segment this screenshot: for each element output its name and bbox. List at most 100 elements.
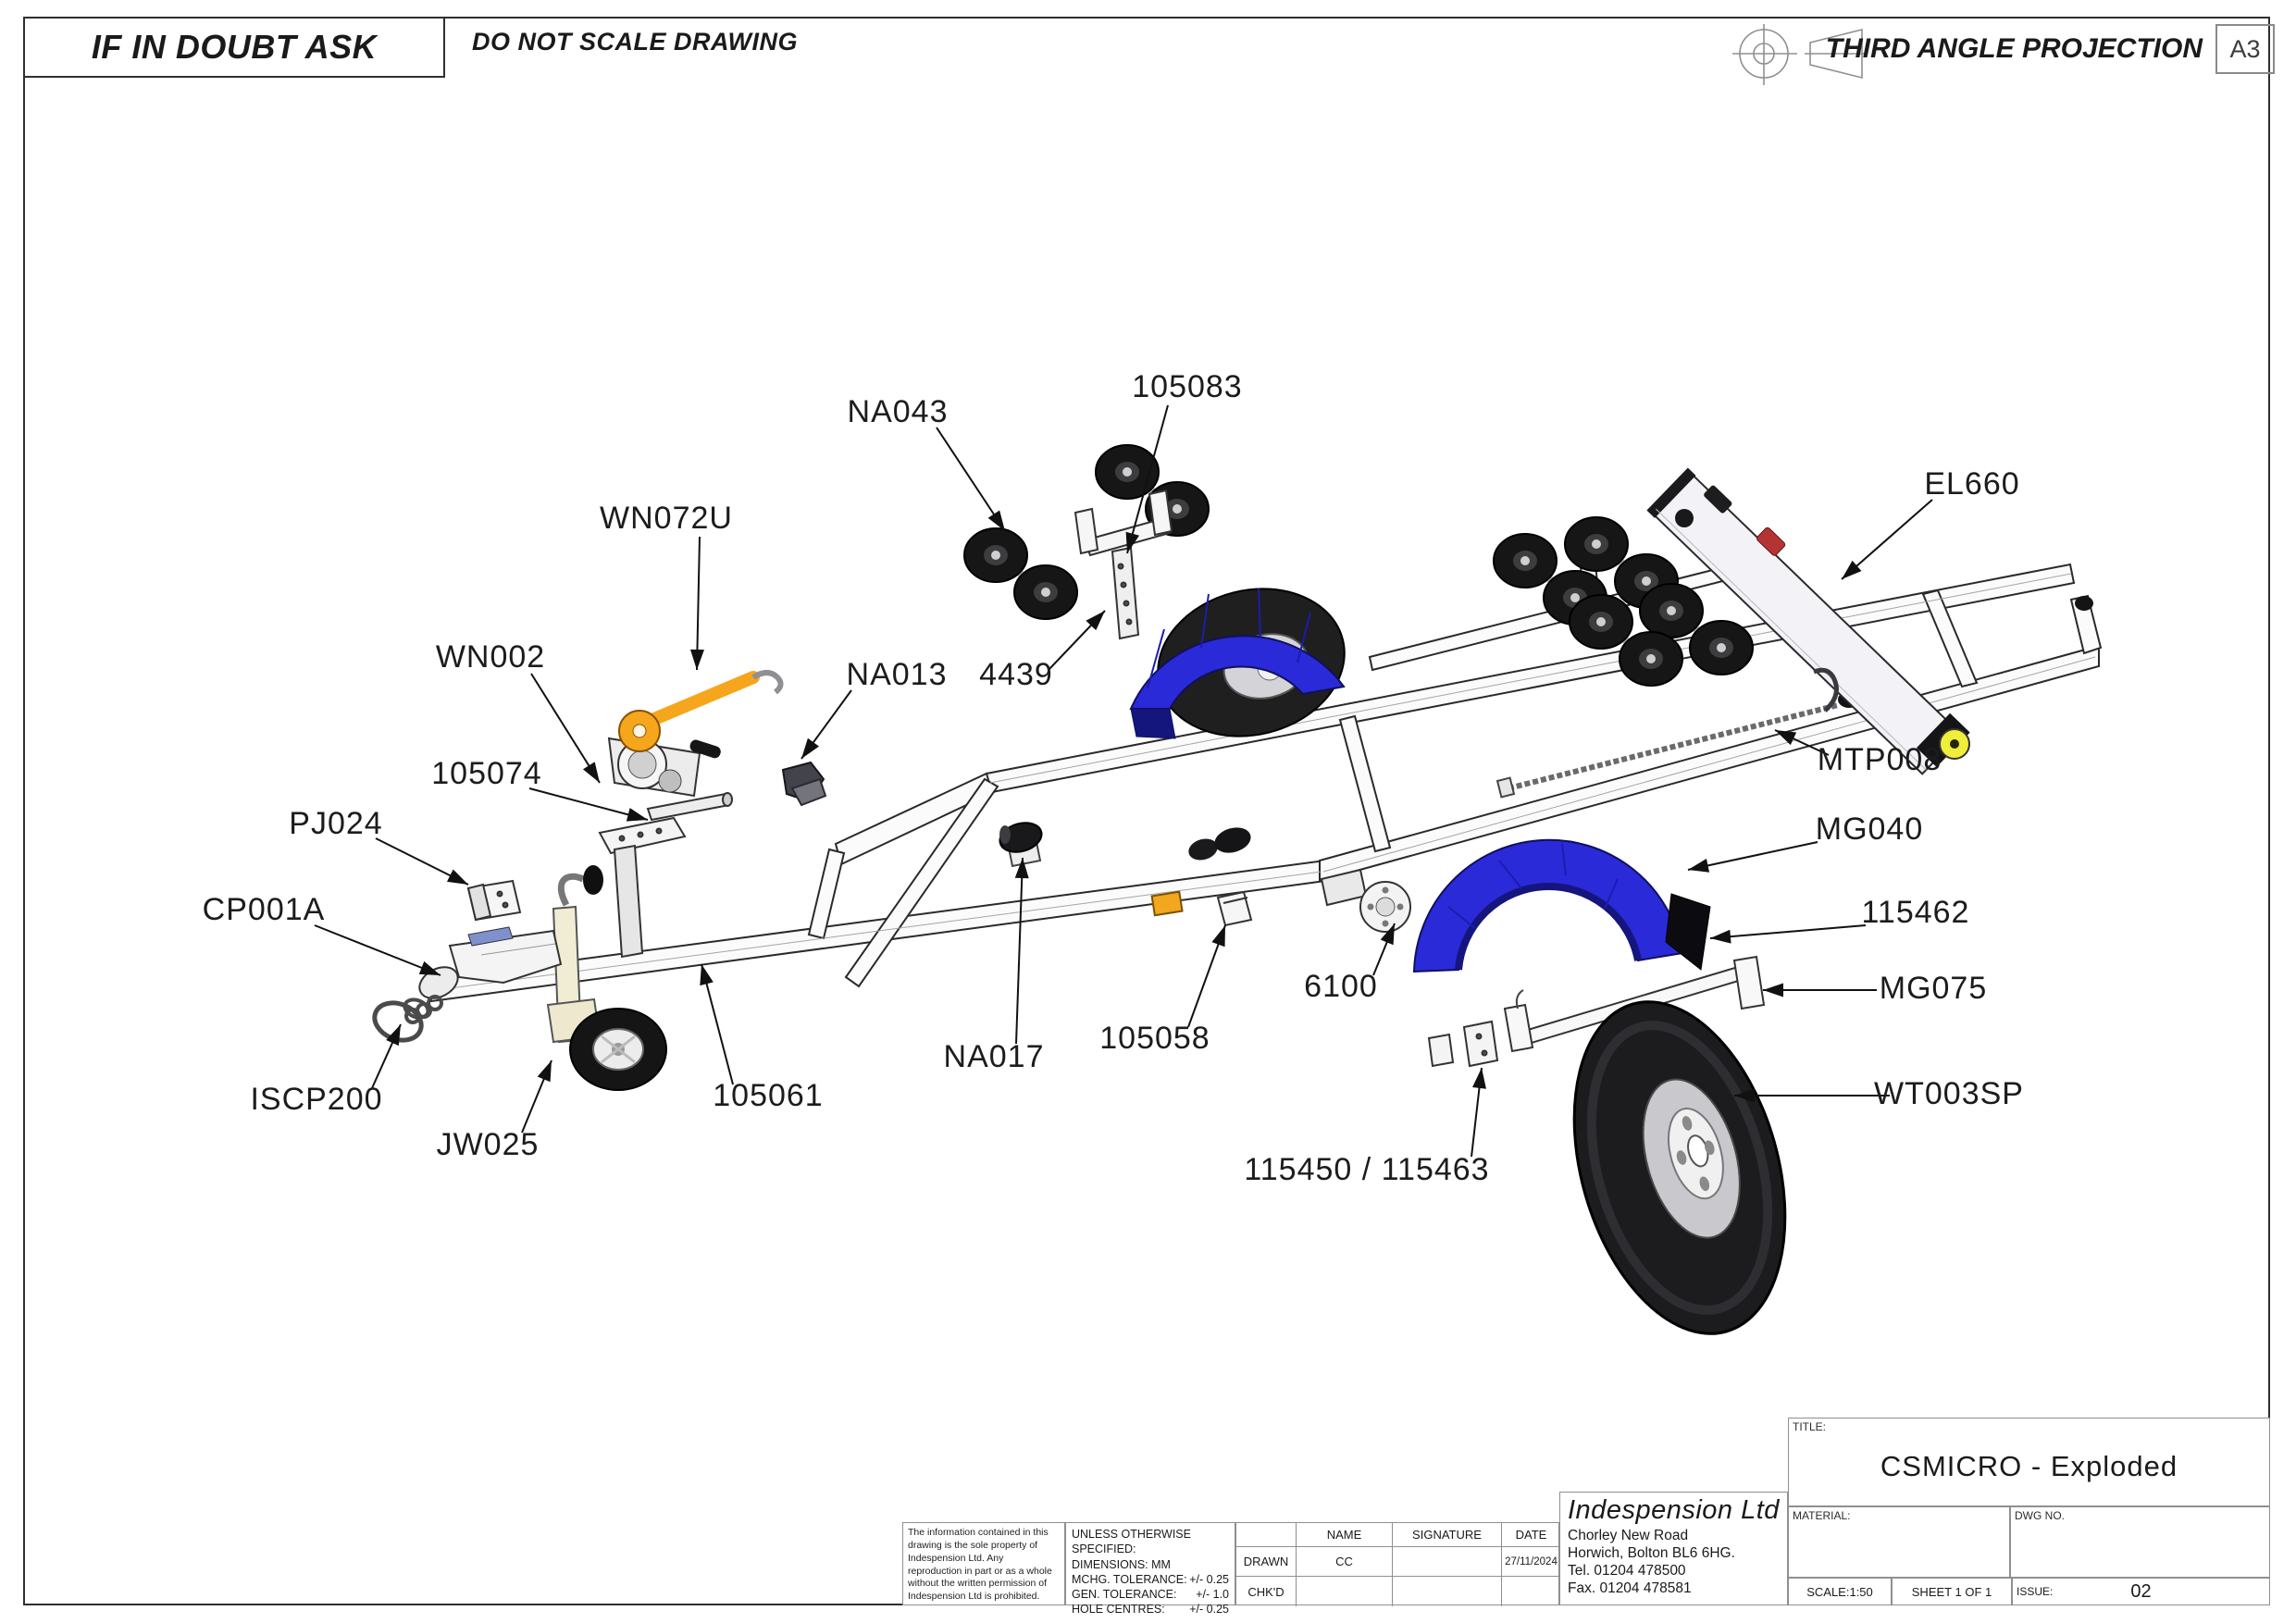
- right-rail: [1319, 644, 2100, 883]
- col-signature: SIGNATURE: [1392, 1523, 1501, 1547]
- board-lamp-red: [1756, 527, 1786, 556]
- projection-label: THIRD ANGLE PROJECTION: [1825, 33, 2203, 64]
- svg-text:6100: 6100: [1304, 969, 1378, 1004]
- front-brace: [844, 777, 999, 988]
- svg-text:EL660: EL660: [1924, 466, 2019, 502]
- hub-6100: [1320, 868, 1411, 933]
- issue-value: 02: [2130, 1581, 2152, 1602]
- svg-text:115462: 115462: [1862, 895, 1970, 930]
- roller-na017: [999, 822, 1043, 868]
- svg-text:MG040: MG040: [1816, 812, 1924, 847]
- part-label-105074: 105074: [431, 756, 649, 822]
- wheel-wt003sp: [1572, 1000, 1787, 1335]
- part-label-4439: 4439: [979, 610, 1106, 692]
- part-label-MTP008: MTP008: [1774, 729, 1942, 777]
- svg-text:MG075: MG075: [1880, 971, 1988, 1006]
- svg-text:JW025: JW025: [437, 1127, 540, 1162]
- part-label-ISCP200: ISCP200: [250, 1023, 402, 1117]
- spec-line2: DIMENSIONS: MM: [1072, 1557, 1171, 1571]
- roller-bracket-105083: [1074, 489, 1173, 557]
- chkd-name: [1296, 1577, 1392, 1606]
- part-label-105058: 105058: [1099, 924, 1226, 1056]
- company-tel: Tel. 01204 478500: [1568, 1562, 1686, 1579]
- drawn-name: CC: [1296, 1547, 1392, 1577]
- jockey-wheel-jw025: [546, 865, 667, 1091]
- svg-text:MTP008: MTP008: [1818, 742, 1942, 777]
- dwg-no-label: DWG NO.: [2015, 1509, 2065, 1522]
- svg-text:WN072U: WN072U: [600, 501, 733, 536]
- col-date: DATE: [1501, 1523, 1560, 1547]
- board-lamp-black: [1704, 485, 1732, 514]
- projection-header: THIRD ANGLE PROJECTION A3: [1732, 19, 2275, 85]
- row-label: DRAWN: [1236, 1547, 1296, 1577]
- company-fax: Fax. 01204 478581: [1568, 1580, 1692, 1596]
- part-label-WT003SP: WT003SP: [1734, 1076, 2023, 1111]
- part-label-6100: 6100: [1304, 923, 1396, 1004]
- company-address2: Horwich, Bolton BL6 6HG.: [1568, 1544, 1735, 1561]
- tol-value: +/- 1.0: [1196, 1588, 1229, 1601]
- svg-text:105058: 105058: [1099, 1021, 1210, 1056]
- part-label-105083: 105083: [1125, 369, 1242, 554]
- keel-rollers: [1188, 827, 1251, 861]
- chkd-date: [1501, 1577, 1560, 1606]
- part-label-JW025: JW025: [437, 1059, 552, 1162]
- tol-label: GEN. TOLERANCE:: [1072, 1588, 1177, 1601]
- coupling-cp001a: [418, 926, 563, 999]
- winch-handle-wn072u: [618, 670, 784, 752]
- tol-value: +/- 0.25: [1189, 1572, 1229, 1586]
- chkd-signature: [1392, 1577, 1501, 1606]
- bow-stop-na013: [781, 761, 827, 807]
- company-address1: Chorley New Road: [1568, 1528, 1689, 1543]
- part-label-EL660: EL660: [1841, 466, 2019, 580]
- svg-text:105061: 105061: [713, 1078, 823, 1113]
- mudguard-mg040: [1412, 838, 1711, 973]
- do-not-scale-text: DO NOT SCALE DRAWING: [472, 28, 798, 56]
- breakaway-chain-iscp200: [372, 995, 443, 1043]
- third-angle-projection-icon: [1732, 24, 1868, 85]
- warning-box: IF IN DOUBT ASK: [23, 17, 445, 78]
- tie-rod-mtp008: [1496, 667, 1839, 799]
- part-label-MG040: MG040: [1687, 812, 1924, 873]
- mid-crossmember: [1338, 714, 1392, 853]
- winch-post-105074: [598, 792, 733, 959]
- company-name: Indespension Ltd: [1568, 1495, 1780, 1525]
- part-label-WN002: WN002: [436, 639, 601, 784]
- svg-text:105083: 105083: [1132, 369, 1242, 404]
- issue-box: ISSUE: 02: [2012, 1578, 2270, 1605]
- drawn-signature: [1392, 1547, 1501, 1577]
- svg-text:NA043: NA043: [848, 394, 949, 429]
- part-label-NA013: NA013: [800, 657, 948, 760]
- signature-table: NAME SIGNATURE DATE DRAWN CC 27/11/2024 …: [1235, 1522, 1560, 1606]
- svg-text:4439: 4439: [979, 657, 1053, 692]
- tolerance-box: UNLESS OTHERWISE SPECIFIED: DIMENSIONS: …: [1065, 1522, 1235, 1616]
- company-box: Indespension Ltd Chorley New Road Horwic…: [1559, 1492, 1788, 1605]
- issue-label: ISSUE:: [2017, 1585, 2054, 1598]
- bracket-pj024: [466, 879, 522, 922]
- scale-box: SCALE:1:50: [1788, 1578, 1892, 1605]
- part-label-WN072U: WN072U: [600, 501, 733, 671]
- part-label-115462: 115462: [1709, 895, 1970, 944]
- part-label-CP001A: CP001A: [203, 892, 441, 976]
- tol-label: MCHG. TOLERANCE:: [1072, 1572, 1187, 1586]
- spec-line1: UNLESS OTHERWISE SPECIFIED:: [1072, 1528, 1191, 1556]
- rear-crossmember: [1921, 588, 1979, 688]
- drawn-date: 27/11/2024: [1501, 1547, 1560, 1577]
- wobble-roller-pair-na043: [964, 528, 1077, 619]
- svg-text:ISCP200: ISCP200: [250, 1082, 382, 1117]
- part-label-105061: 105061: [700, 963, 823, 1113]
- pads-115450-115463: [1427, 1020, 1499, 1068]
- svg-text:NA017: NA017: [944, 1039, 1045, 1074]
- part-label-NA043: NA043: [848, 394, 1006, 532]
- svg-text:CP001A: CP001A: [203, 892, 326, 927]
- bracket-105058: [1216, 890, 1253, 927]
- title-block: The information contained in this drawin…: [902, 1414, 2272, 1616]
- svg-text:115450 / 115463: 115450 / 115463: [1244, 1152, 1489, 1187]
- tol-label: HOLE CENTRES:: [1072, 1603, 1165, 1617]
- svg-text:NA013: NA013: [847, 657, 948, 692]
- mudflap-115462: [1665, 893, 1711, 971]
- part-label-NA017: NA017: [944, 857, 1045, 1074]
- warning-text: IF IN DOUBT ASK: [91, 28, 378, 66]
- col-name: NAME: [1296, 1523, 1392, 1547]
- title-box: TITLE: CSMICRO - Exploded: [1788, 1418, 2270, 1506]
